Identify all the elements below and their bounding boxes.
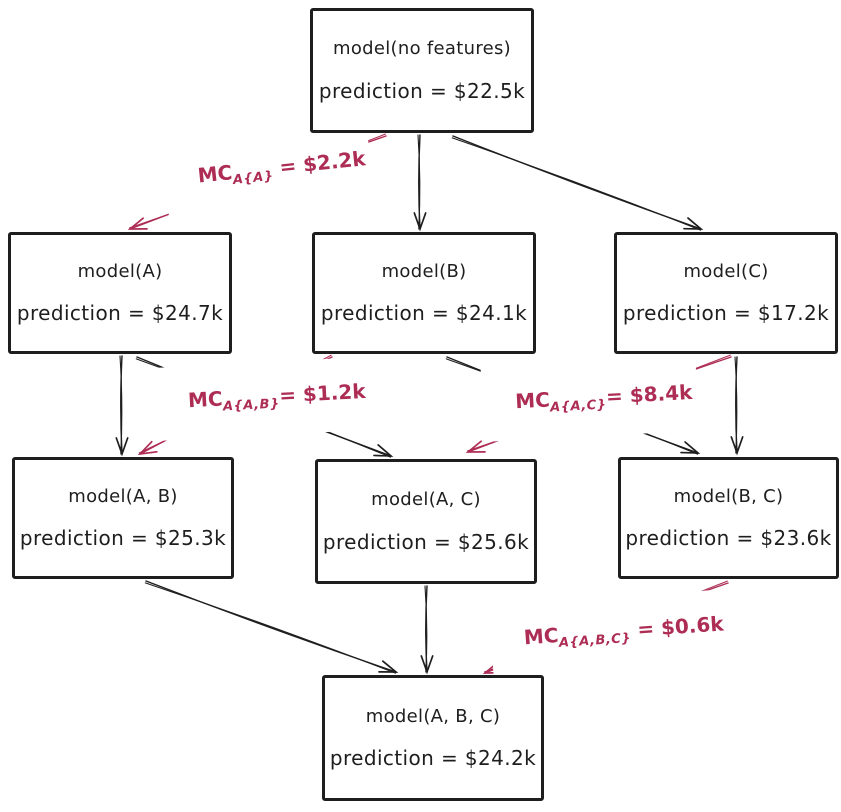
node-model-no-features: model(no features) prediction = $22.5k	[310, 8, 534, 133]
node-model-ab: model(A, B) prediction = $25.3k	[12, 457, 234, 579]
node-title: model(A, C)	[371, 489, 481, 511]
mc-value: = $8.4k	[605, 380, 693, 409]
node-model-abc: model(A, B, C) prediction = $24.2k	[322, 675, 544, 801]
node-prediction: prediction = $17.2k	[622, 300, 830, 325]
node-title: model(A, B, C)	[365, 705, 501, 727]
node-prediction: prediction = $24.2k	[329, 746, 537, 771]
node-title: model(C)	[683, 261, 769, 283]
mc-label-abc: MCA{A,B,C} = $0.6k	[488, 589, 732, 679]
node-title: model(B)	[381, 261, 467, 283]
node-model-bc: model(B, C) prediction = $23.6k	[618, 457, 839, 579]
mc-value: = $1.2k	[278, 378, 367, 408]
node-prediction: prediction = $25.3k	[19, 525, 227, 550]
node-model-b: model(B) prediction = $24.1k	[312, 232, 536, 354]
mc-label-a: MCA{A} = $2.2k	[161, 123, 375, 219]
mc-value: = $0.6k	[629, 611, 725, 642]
mc-label-ac: MCA{A,C}= $8.4k	[480, 357, 700, 443]
node-prediction: prediction = $23.6k	[625, 525, 832, 550]
mc-subscript: A{A,B,C}	[558, 630, 632, 651]
node-title: model(no features)	[333, 38, 511, 60]
mc-prefix: MC	[196, 160, 234, 188]
mc-subscript: A{A}	[232, 168, 275, 189]
mc-subscript: A{A,C}	[549, 397, 607, 416]
node-title: model(B, C)	[673, 486, 784, 508]
node-prediction: prediction = $22.5k	[318, 78, 526, 103]
node-prediction: prediction = $24.7k	[16, 300, 224, 325]
mc-prefix: MC	[523, 622, 560, 650]
node-model-a: model(A) prediction = $24.7k	[8, 232, 232, 354]
node-model-c: model(C) prediction = $17.2k	[614, 232, 838, 354]
mc-prefix: MC	[514, 387, 551, 414]
node-prediction: prediction = $25.6k	[322, 529, 530, 554]
mc-prefix: MC	[187, 386, 224, 413]
node-model-ac: model(A, C) prediction = $25.6k	[315, 459, 537, 584]
mc-label-ab: MCA{A,B}= $1.2k	[153, 356, 373, 442]
mc-value: = $2.2k	[271, 146, 367, 180]
node-title: model(A, B)	[68, 486, 178, 508]
mc-subscript: A{A,B}	[222, 396, 281, 415]
node-prediction: prediction = $24.1k	[320, 300, 528, 325]
node-title: model(A)	[77, 261, 163, 283]
